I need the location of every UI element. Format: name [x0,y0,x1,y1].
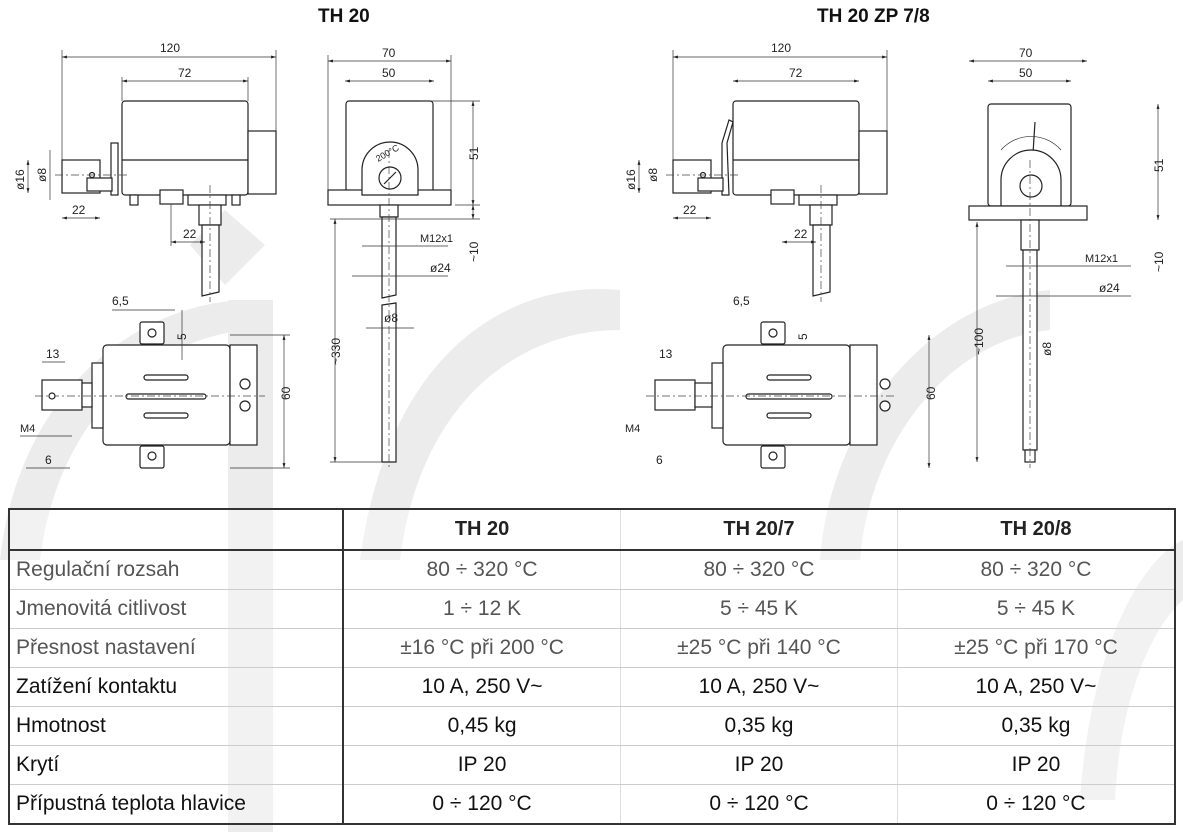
cell: 80 ÷ 320 °C [620,550,898,590]
dim-6-5: 6,5 [112,294,129,308]
table-row: Regulační rozsah 80 ÷ 320 °C 80 ÷ 320 °C… [9,550,1175,590]
dim-d8-stem: ø8 [384,311,398,325]
drawing-th20-zp: 120 72 ø16 ø8 22 22 70 [624,41,1166,469]
dim-22-shaft: 22 [683,203,697,217]
dim-5: 5 [175,333,189,340]
table-row: Zatížení kontaktu 10 A, 250 V~ 10 A, 250… [9,667,1175,707]
header-th20-7: TH 20/7 [620,509,898,551]
row-label: Přesnost nastavení [9,628,344,668]
top-view: 6,5 5 13 60 M4 6 [625,294,938,469]
dim-120: 120 [160,41,180,55]
row-label: Krytí [9,745,344,785]
dim-51: 51 [467,146,481,160]
table-row: Jmenovitá citlivost 1 ÷ 12 K 5 ÷ 45 K 5 … [9,589,1175,629]
side-view: 120 72 ø16 ø8 22 22 [624,41,888,302]
dim-13: 13 [46,347,60,361]
cell: 10 A, 250 V~ [896,667,1175,707]
table-row: Hmotnost 0,45 kg 0,35 kg 0,35 kg [9,706,1175,746]
dim-length: ~330 [329,338,343,365]
dim-70: 70 [382,46,396,60]
dim-d16: ø16 [13,169,27,190]
dim-d8-stem: ø8 [1040,342,1054,356]
cell: ±16 °C při 200 °C [342,628,621,668]
dim-50: 50 [382,66,396,80]
row-label: Zatížení kontaktu [9,667,344,707]
row-label: Regulační rozsah [9,550,344,590]
dim-10: ~10 [467,241,481,262]
dim-10: ~10 [1152,251,1166,272]
cell: IP 20 [896,745,1175,785]
row-label: Jmenovitá citlivost [9,589,344,629]
front-view: 70 50 51 ~10 M12x1 ø24 ø8 ~100 [968,46,1166,468]
dim-72: 72 [178,66,192,80]
table-row: Přesnost nastavení ±16 °C při 200 °C ±25… [9,628,1175,668]
row-label: Přípustná teplota hlavice [9,784,344,825]
title-th20: TH 20 [318,6,370,27]
dim-d8: ø8 [35,168,49,182]
cell: IP 20 [342,745,621,785]
dim-50: 50 [1019,66,1033,80]
dim-d24: ø24 [430,261,451,275]
dim-m4: M4 [20,423,35,435]
cell: 5 ÷ 45 K [896,589,1175,629]
side-view: 120 72 ø16 ø8 22 22 [13,41,277,302]
dim-22-stem: 22 [183,227,197,241]
dim-60: 60 [279,386,293,400]
dim-m4: M4 [625,423,640,435]
cell: 0,35 kg [620,706,898,746]
header-empty [9,509,344,551]
cell: 0,35 kg [896,706,1175,746]
dim-m12x1: M12x1 [1085,253,1118,265]
table-header-row: TH 20 TH 20/7 TH 20/8 [9,509,1175,551]
dim-5: 5 [796,333,810,340]
dim-d16: ø16 [624,169,638,190]
cell: 0 ÷ 120 °C [620,784,898,825]
cell: 80 ÷ 320 °C [896,550,1175,590]
cell: 5 ÷ 45 K [620,589,898,629]
dim-70: 70 [1019,46,1033,60]
row-label: Hmotnost [9,706,344,746]
cell: 0 ÷ 120 °C [342,784,621,825]
dim-120: 120 [771,41,791,55]
cell: 1 ÷ 12 K [342,589,621,629]
cell: 10 A, 250 V~ [620,667,898,707]
cell: 80 ÷ 320 °C [342,550,621,590]
cell: ±25 °C při 170 °C [896,628,1175,668]
header-th20-8: TH 20/8 [896,509,1175,551]
header-th20: TH 20 [342,509,621,551]
specs-table: TH 20 TH 20/7 TH 20/8 Regulační rozsah 8… [8,508,1176,825]
dim-22-stem: 22 [794,227,808,241]
technical-drawings: 120 72 ø16 ø8 22 22 [13,41,1166,469]
cell: IP 20 [620,745,898,785]
dim-length: ~100 [972,328,986,355]
dim-60: 60 [924,386,938,400]
cell: ±25 °C při 140 °C [620,628,898,668]
dim-d24: ø24 [1099,281,1120,295]
cell: 0 ÷ 120 °C [896,784,1175,825]
title-th20-zp: TH 20 ZP 7/8 [817,6,930,27]
cell: 10 A, 250 V~ [342,667,621,707]
dim-d8: ø8 [646,168,660,182]
dim-72: 72 [789,66,803,80]
top-view: 6,5 5 13 60 M4 6 [20,294,293,469]
table-row: Krytí IP 20 IP 20 IP 20 [9,745,1175,785]
cell: 0,45 kg [342,706,621,746]
dim-13: 13 [659,347,673,361]
dim-6-5: 6,5 [733,294,750,308]
front-view: 70 50 200°C 51 ~10 M12x1 ø24 ø8 [327,46,481,468]
dim-6: 6 [656,453,663,467]
drawing-th20: 120 72 ø16 ø8 22 22 [13,41,481,469]
table-row: Přípustná teplota hlavice 0 ÷ 120 °C 0 ÷… [9,784,1175,825]
dim-m12x1: M12x1 [420,233,453,245]
dim-51: 51 [1152,158,1166,172]
dim-22-shaft: 22 [72,203,86,217]
dim-6: 6 [45,453,52,467]
